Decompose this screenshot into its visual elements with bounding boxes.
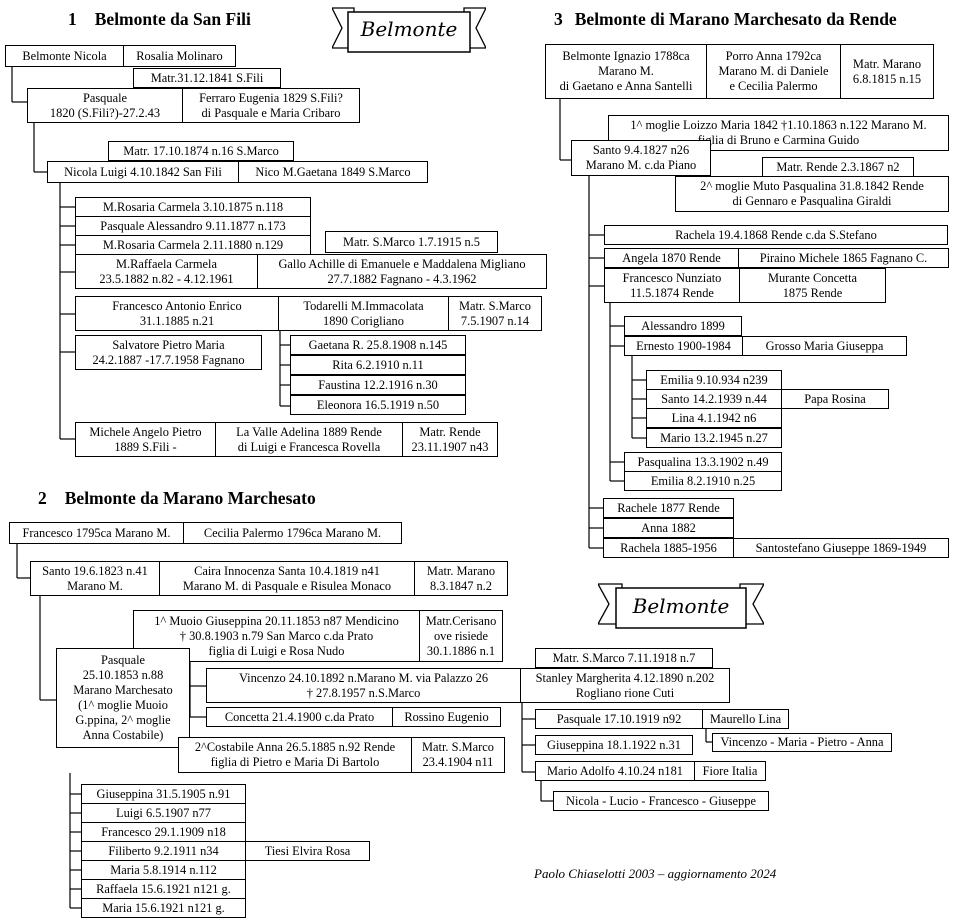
person-box: Santo 9.4.1827 n26 Marano M. c.da Piano xyxy=(571,140,711,176)
great-grandchild-box: Santo 14.2.1939 n.44 xyxy=(646,389,782,409)
child-box: M.Rosaria Carmela 2.11.1880 n.129 xyxy=(75,235,311,255)
section-title: Belmonte di Marano Marchesato da Rende xyxy=(574,9,897,29)
descendants-box: Nicola - Lucio - Francesco - Giuseppe xyxy=(553,791,769,811)
spouse-box: Porro Anna 1792ca Marano M. di Daniele e… xyxy=(706,44,841,99)
grandchild-box: Alessandro 1899 xyxy=(624,316,742,336)
marriage-box: Matr.Cerisano ove risiede 30.1.1886 n.1 xyxy=(419,610,503,662)
grandchild-box: Rita 6.2.1910 n.11 xyxy=(290,355,466,375)
spouse-box: Todarelli M.Immacolata 1890 Corigliano xyxy=(278,296,449,331)
child-box: Filiberto 9.2.1911 n34 xyxy=(81,841,246,861)
banner-title-top: Belmonte xyxy=(360,17,458,41)
marriage-box: Matr. Rende 2.3.1867 n2 xyxy=(762,157,914,177)
section-heading-2: 2 Belmonte da Marano Marchesato xyxy=(38,488,316,509)
child-box: Francesco Nunziato 11.5.1874 Rende xyxy=(604,268,740,303)
grandchild-box: Pasqualina 13.3.1902 n.49 xyxy=(624,452,782,472)
child-box: Luigi 6.5.1907 n77 xyxy=(81,803,246,823)
banner-title-bottom: Belmonte xyxy=(632,594,730,618)
descendants-box: Vincenzo - Maria - Pietro - Anna xyxy=(712,733,892,752)
child-box: Giuseppina 31.5.1905 n.91 xyxy=(81,784,246,804)
marriage-box: Matr. S.Marco 7.11.1918 n.7 xyxy=(535,648,713,668)
marriage-box: Matr. 17.10.1874 n.16 S.Marco xyxy=(108,141,294,161)
spouse-box: Papa Rosina xyxy=(781,389,889,409)
spouse-box: Ferraro Eugenia 1829 S.Fili? di Pasquale… xyxy=(182,88,360,123)
person-box: Nicola Luigi 4.10.1842 San Fili xyxy=(47,161,239,183)
child-box: Maria 5.8.1914 n.112 xyxy=(81,860,246,880)
great-grandchild-box: Mario 13.2.1945 n.27 xyxy=(646,428,782,448)
section-heading-1: 1 Belmonte da San Fili xyxy=(68,9,251,30)
marriage-box: Matr. S.Marco 1.7.1915 n.5 xyxy=(325,231,498,253)
person-box: Santo 19.6.1823 n.41 Marano M. xyxy=(30,561,160,596)
great-grandchild-box: Lina 4.1.1942 n6 xyxy=(646,408,782,428)
child-box: Michele Angelo Pietro 1889 S.Fili - xyxy=(75,422,216,457)
grandchild-box: Gaetana R. 25.8.1908 n.145 xyxy=(290,335,466,355)
grandchild-box: Giuseppina 18.1.1922 n.31 xyxy=(535,735,693,755)
child-box: Rachela 1885-1956 xyxy=(603,538,734,558)
person-box: Francesco 1795ca Marano M. xyxy=(9,522,184,544)
marriage-box: Matr. Rende 23.11.1907 n43 xyxy=(402,422,498,457)
child-box: M.Rosaria Carmela 3.10.1875 n.118 xyxy=(75,197,311,217)
spouse-box: 2^Costabile Anna 26.5.1885 n.92 Rende fi… xyxy=(178,737,412,773)
person-box: Pasquale 25.10.1853 n.88 Marano Marchesa… xyxy=(56,648,190,748)
spouse-box: Maurello Lina xyxy=(702,709,789,729)
grandchild-box: Faustina 12.2.1916 n.30 xyxy=(290,375,466,395)
spouse-box: Fiore Italia xyxy=(694,761,766,781)
child-box: Francesco Antonio Enrico 31.1.1885 n.21 xyxy=(75,296,279,331)
child-box: Francesco 29.1.1909 n18 xyxy=(81,822,246,842)
spouse-box: Stanley Margherita 4.12.1890 n.202 Rogli… xyxy=(520,668,730,703)
person-box: Belmonte Nicola xyxy=(5,45,124,67)
section-title: Belmonte da Marano Marchesato xyxy=(64,488,316,508)
section-heading-3: 3 Belmonte di Marano Marchesato da Rende xyxy=(554,9,897,30)
child-box: M.Raffaela Carmela 23.5.1882 n.82 - 4.12… xyxy=(75,254,258,289)
person-box: Belmonte Ignazio 1788ca Marano M. di Gae… xyxy=(545,44,707,99)
spouse-box: Tiesi Elvira Rosa xyxy=(245,841,370,861)
spouse-box: Grosso Maria Giuseppa xyxy=(742,336,907,356)
spouse-box: Nico M.Gaetana 1849 S.Marco xyxy=(238,161,428,183)
spouse-box: Cecilia Palermo 1796ca Marano M. xyxy=(183,522,402,544)
spouse-box: Piraino Michele 1865 Fagnano C. xyxy=(738,248,949,268)
marriage-box: Matr. Marano 8.3.1847 n.2 xyxy=(414,561,508,596)
section-title: Belmonte da San Fili xyxy=(94,9,251,29)
marriage-box: Matr. S.Marco 23.4.1904 n11 xyxy=(411,737,505,773)
banner-scroll-bottom xyxy=(598,583,764,629)
child-box: Angela 1870 Rende xyxy=(604,248,739,268)
child-box: Concetta 21.4.1900 c.da Prato xyxy=(206,707,393,727)
marriage-box: Matr. S.Marco 7.5.1907 n.14 xyxy=(448,296,542,331)
spouse-box: 1^ moglie Loizzo Maria 1842 †1.10.1863 n… xyxy=(608,115,949,151)
child-box: Raffaela 15.6.1921 n121 g. xyxy=(81,879,246,899)
spouse-box: Rosalia Molinaro xyxy=(123,45,236,67)
child-box: Rachele 1877 Rende xyxy=(603,498,734,518)
author-credit: Paolo Chiaselotti 2003 – aggiornamento 2… xyxy=(534,866,777,881)
spouse-box: Murante Concetta 1875 Rende xyxy=(739,268,886,303)
person-box: Pasquale 1820 (S.Fili?)-27.2.43 xyxy=(27,88,183,123)
spouse-box: Caira Innocenza Santa 10.4.1819 n41 Mara… xyxy=(159,561,415,596)
great-grandchild-box: Emilia 9.10.934 n239 xyxy=(646,370,782,390)
spouse-box: Santostefano Giuseppe 1869-1949 xyxy=(733,538,949,558)
section-number: 1 xyxy=(68,9,77,29)
grandchild-box: Eleonora 16.5.1919 n.50 xyxy=(290,395,466,415)
marriage-box: Matr. Marano 6.8.1815 n.15 xyxy=(840,44,934,99)
spouse-box: Rossino Eugenio xyxy=(392,707,501,727)
grandchild-box: Ernesto 1900-1984 xyxy=(624,336,743,356)
spouse-box: La Valle Adelina 1889 Rende di Luigi e F… xyxy=(215,422,403,457)
section-number: 3 xyxy=(554,9,563,29)
grandchild-box: Mario Adolfo 4.10.24 n181 xyxy=(535,761,695,781)
grandchild-box: Pasquale 17.10.1919 n92 xyxy=(535,709,703,729)
child-box: Vincenzo 24.10.1892 n.Marano M. via Pala… xyxy=(206,668,521,703)
section-number: 2 xyxy=(38,488,47,508)
spouse-box: 2^ moglie Muto Pasqualina 31.8.1842 Rend… xyxy=(675,176,949,212)
child-box: Pasquale Alessandro 9.11.1877 n.173 xyxy=(75,216,311,236)
child-box: Maria 15.6.1921 n121 g. xyxy=(81,898,246,918)
grandchild-box: Emilia 8.2.1910 n.25 xyxy=(624,471,782,491)
child-box: Salvatore Pietro Maria 24.2.1887 -17.7.1… xyxy=(75,335,262,370)
banner-scroll-top xyxy=(332,7,486,53)
spouse-box: Gallo Achille di Emanuele e Maddalena Mi… xyxy=(257,254,547,289)
child-box: Anna 1882 xyxy=(603,518,734,538)
marriage-box: Matr.31.12.1841 S.Fili xyxy=(133,68,281,88)
child-box: Rachela 19.4.1868 Rende c.da S.Stefano xyxy=(604,225,948,245)
